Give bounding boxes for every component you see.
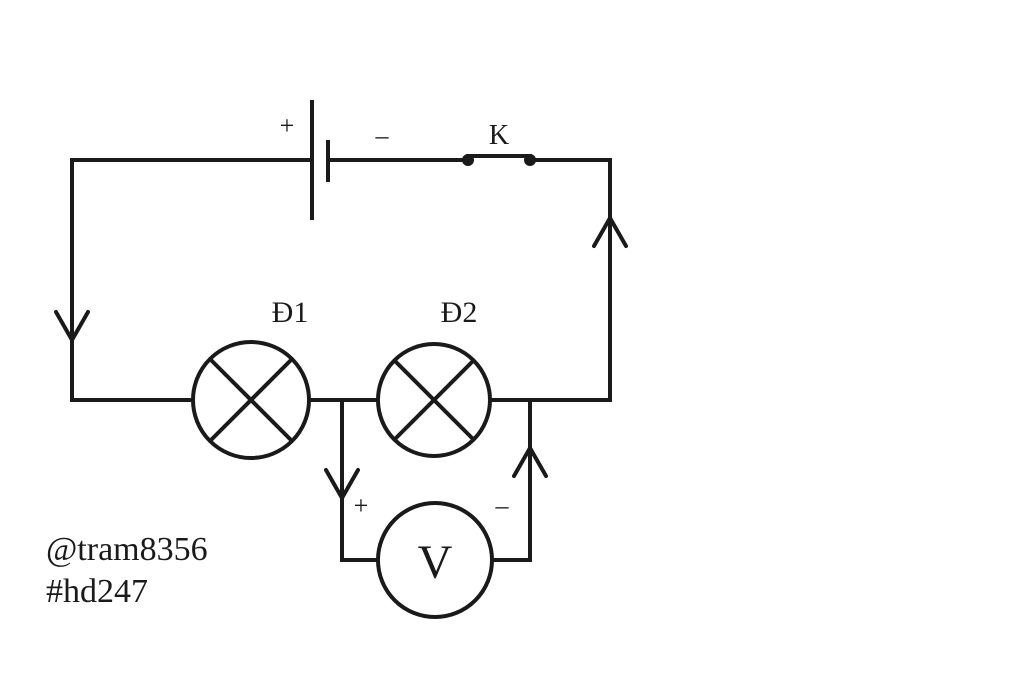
watermark-line-2: #hd247	[46, 573, 148, 610]
voltmeter-label: V	[418, 536, 453, 589]
arrow-down-voltmeter-icon	[324, 468, 360, 500]
voltmeter-minus-label: –	[495, 491, 510, 520]
voltmeter: V + –	[354, 491, 510, 619]
circuit-wires	[70, 158, 612, 562]
lamp-d2: Đ2	[376, 296, 492, 458]
voltmeter-plus-label: +	[354, 491, 369, 520]
battery-plus-label: +	[280, 111, 295, 140]
lamp-d1: Đ1	[191, 296, 311, 460]
battery: + –	[280, 100, 390, 220]
lamp-d1-cross-b	[208, 357, 294, 443]
lamp-d1-label: Đ1	[272, 296, 309, 329]
arrow-down-left-icon	[54, 310, 90, 342]
watermark-line-1: @tram8356	[46, 531, 208, 568]
current-arrows	[54, 216, 628, 500]
watermark: @tram8356 #hd247	[46, 531, 208, 610]
voltmeter-circle	[376, 501, 494, 619]
lamp-d2-cross-b	[392, 358, 476, 442]
switch-k: K	[462, 120, 536, 166]
battery-minus-label: –	[375, 121, 390, 150]
arrow-up-voltmeter-icon	[512, 446, 548, 478]
switch-label: K	[489, 120, 509, 151]
lamp-d2-label: Đ2	[441, 296, 478, 329]
arrow-up-right-icon	[592, 216, 628, 248]
